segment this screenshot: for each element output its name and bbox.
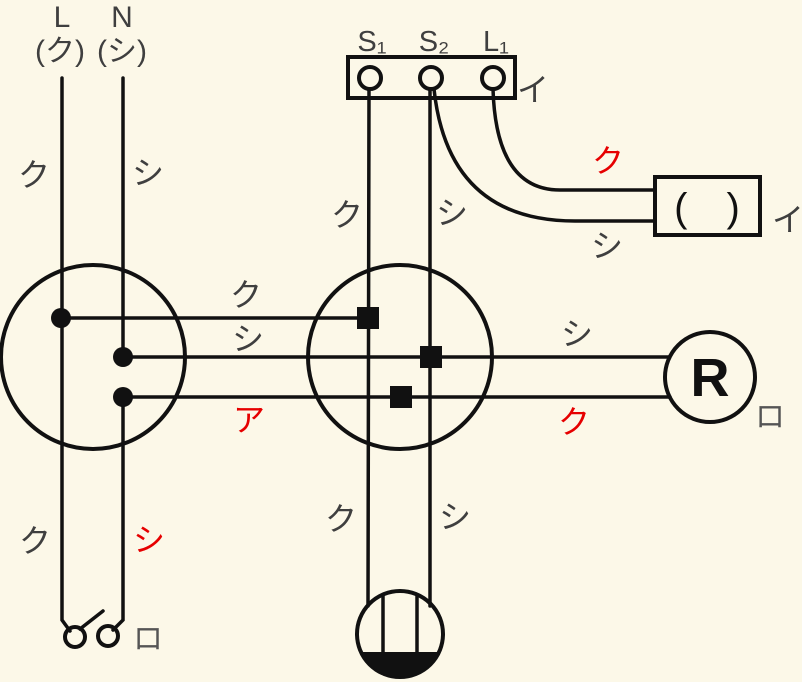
- outlet-circle: [355, 589, 445, 679]
- receptacle-hot-color-label: ク: [558, 404, 590, 440]
- junction-box-right: [306, 263, 494, 451]
- box-neutral-color-label: シ: [232, 321, 264, 357]
- s2-wire-color-label: シ: [436, 195, 468, 231]
- switch-return-color-label: シ: [133, 522, 165, 558]
- l1-to-outdoor-light-wire: [491, 87, 657, 192]
- source-line-label: L: [54, 1, 71, 34]
- receptacle-neutral-color-label: シ: [561, 316, 593, 352]
- lamp-receptacle-circle: [663, 330, 757, 424]
- connection-dot-switch-return: [113, 387, 133, 407]
- outdoor-light-circuit-label: イ: [772, 202, 802, 238]
- switch-feed-color-label: ク: [19, 523, 51, 559]
- outdoor-light-neutral-color-label: シ: [591, 228, 623, 264]
- junction-box-left: [0, 263, 187, 451]
- outdoor-light-box: [653, 175, 762, 237]
- switch-lever: [78, 609, 105, 631]
- connection-dot-hot: [51, 308, 71, 328]
- source-neutral-hint-label: (シ): [97, 35, 147, 68]
- outlet-hot-color-label: ク: [325, 501, 357, 537]
- outlet-neutral-color-label: シ: [439, 499, 471, 535]
- switch-contact-left: [63, 625, 87, 649]
- connection-square-hot: [357, 307, 379, 329]
- terminal-s2: [418, 65, 444, 91]
- auto-switch-body: [346, 55, 517, 100]
- terminal-s1-label: S₁: [357, 26, 386, 58]
- s2-to-outdoor-light-wire: [432, 87, 657, 223]
- source-line-hint-label: (ク): [35, 35, 85, 68]
- switch-circuit-label: ロ: [133, 623, 163, 656]
- terminal-s1: [357, 65, 383, 91]
- terminal-l1: [480, 65, 506, 91]
- terminal-s2-label: S₂: [419, 26, 450, 58]
- s1-wire-color-label: ク: [331, 197, 363, 233]
- lamp-receptacle-circuit-label: ロ: [755, 401, 785, 434]
- outdoor-light-hot-color-label: ク: [592, 143, 624, 179]
- box-hot-color-label: ク: [230, 277, 262, 313]
- lamp-receptacle-letter: R: [691, 348, 730, 408]
- auto-switch-circuit-label: イ: [517, 72, 549, 108]
- terminal-l1-label: L₁: [483, 26, 509, 58]
- line-feed-wire: [60, 76, 72, 633]
- connection-dot-neutral: [113, 347, 133, 367]
- switch-return-riser-wire: [111, 395, 125, 632]
- source-neutral-label: N: [111, 1, 133, 34]
- outlet-base-fill: [361, 652, 439, 677]
- switch-contact-right: [96, 624, 120, 648]
- s1-drop-wire: [366, 87, 371, 608]
- connection-square-neutral: [420, 346, 442, 368]
- connection-square-switch-return: [390, 386, 412, 408]
- box-switch-return-color-label: ア: [233, 402, 265, 438]
- outdoor-light-symbol: ( ): [674, 186, 754, 230]
- line-wire-color-label: ク: [18, 157, 50, 193]
- neutral-wire-color-label: シ: [132, 155, 164, 191]
